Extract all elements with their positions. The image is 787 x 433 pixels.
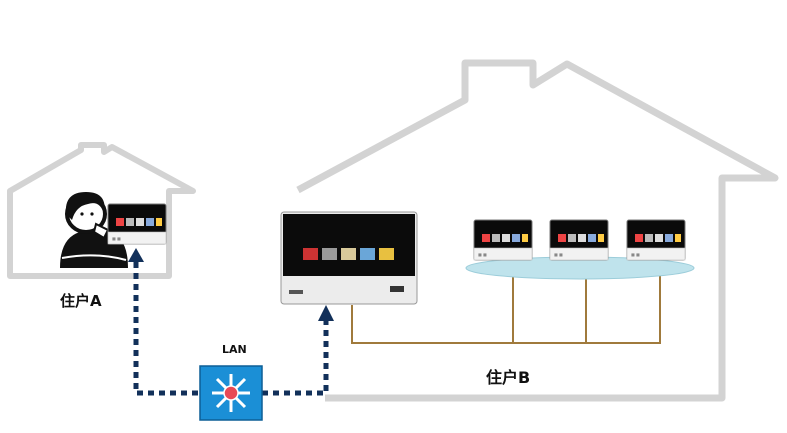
lan-link-to-a bbox=[133, 262, 200, 396]
internal-wiring bbox=[351, 268, 661, 344]
monitor-a bbox=[107, 203, 167, 245]
resident-b-label: 住户B bbox=[486, 368, 531, 387]
lan-label: LAN bbox=[222, 343, 247, 356]
network-switch-icon bbox=[199, 365, 263, 421]
master-monitor bbox=[280, 211, 418, 305]
arrow-up-icon bbox=[318, 305, 334, 321]
arrow-up-icon bbox=[128, 248, 144, 262]
monitor-b-2 bbox=[549, 219, 609, 261]
house-b-outline bbox=[296, 59, 779, 402]
monitor-b-1 bbox=[473, 219, 533, 261]
resident-a-label: 住户A bbox=[60, 292, 102, 310]
lan-link-to-b bbox=[262, 320, 329, 396]
house-a-outline bbox=[7, 142, 196, 279]
monitor-b-3 bbox=[626, 219, 686, 261]
